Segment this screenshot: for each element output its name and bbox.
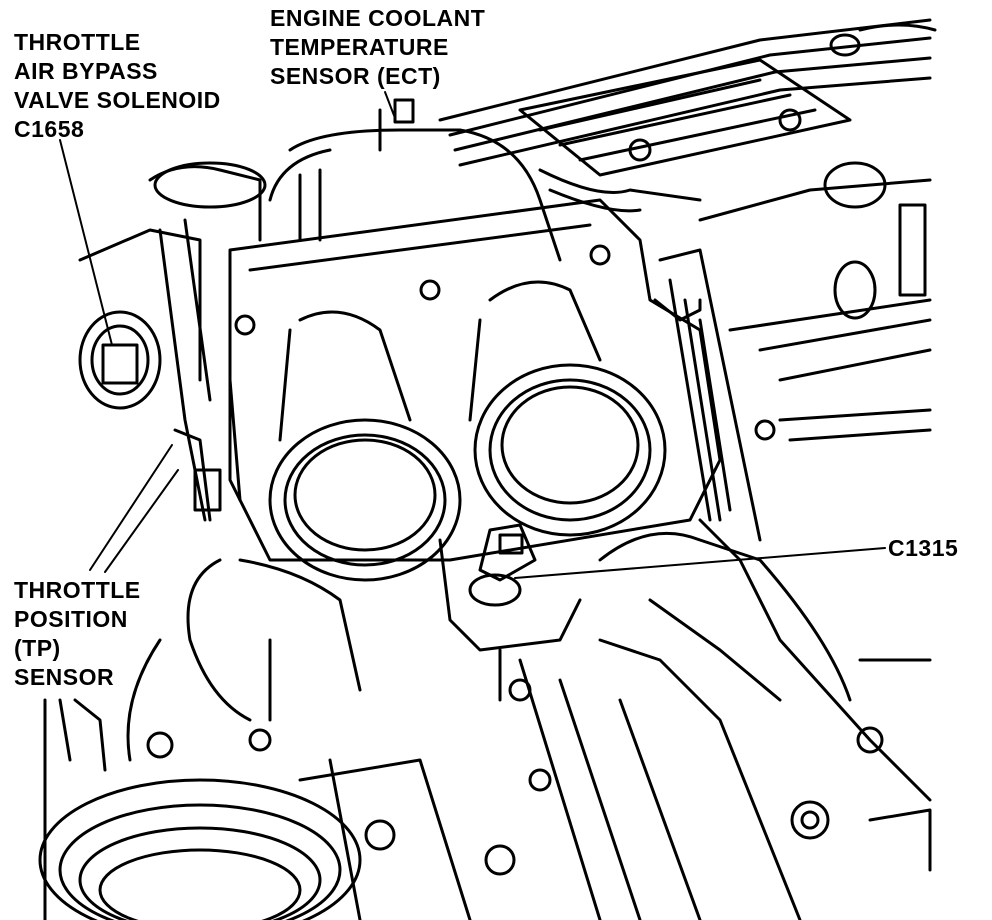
bypass-valve-solenoid <box>78 161 267 522</box>
throttle-bore-left <box>268 310 462 582</box>
ect-sensor-label-line-1: ENGINE COOLANT <box>270 5 486 31</box>
throttle-bore-right <box>468 280 667 537</box>
tp-sensor-label-line-2: POSITION <box>14 606 128 632</box>
bypass-valve-label-line-3: VALVE SOLENOID <box>14 87 221 113</box>
bypass-valve-label: THROTTLE AIR BYPASS VALVE SOLENOID C1658 <box>14 28 221 144</box>
tp-sensor-label: THROTTLE POSITION (TP) SENSOR <box>14 576 141 692</box>
leader-tp-sensor-upper <box>89 444 173 571</box>
connector-c1315-body <box>468 523 537 607</box>
upper-plenum <box>268 98 802 262</box>
c1315-label-text: C1315 <box>888 535 959 561</box>
leader-lines <box>59 91 886 579</box>
leader-bypass-valve <box>59 139 113 346</box>
ect-sensor-label: ENGINE COOLANT TEMPERATURE SENSOR (ECT) <box>270 4 485 91</box>
tp-sensor-label-line-1: THROTTLE <box>14 577 141 603</box>
leader-c1315 <box>514 547 886 579</box>
intake-runners <box>438 18 937 177</box>
leader-ect-sensor <box>384 91 396 119</box>
bypass-valve-label-line-1: THROTTLE <box>14 29 141 55</box>
ect-sensor-label-line-2: TEMPERATURE <box>270 34 449 60</box>
leader-tp-sensor-lower <box>104 469 179 573</box>
tp-sensor-label-line-4: SENSOR <box>14 664 115 690</box>
throttle-linkage <box>653 248 762 542</box>
tp-sensor-label-line-3: (TP) <box>14 635 61 661</box>
throttle-body-plate <box>228 198 776 562</box>
drive-pulley <box>38 728 516 920</box>
left-edge-detail <box>43 638 162 920</box>
engine-block-lower <box>438 518 932 920</box>
manifold-right <box>598 161 932 702</box>
tp-sensor <box>173 378 242 522</box>
bypass-valve-label-line-2: AIR BYPASS <box>14 58 158 84</box>
lower-hose <box>186 558 362 722</box>
bypass-valve-label-line-4: C1658 <box>14 116 85 142</box>
c1315-label: C1315 <box>888 534 958 563</box>
ect-sensor-label-line-3: SENSOR (ECT) <box>270 63 441 89</box>
